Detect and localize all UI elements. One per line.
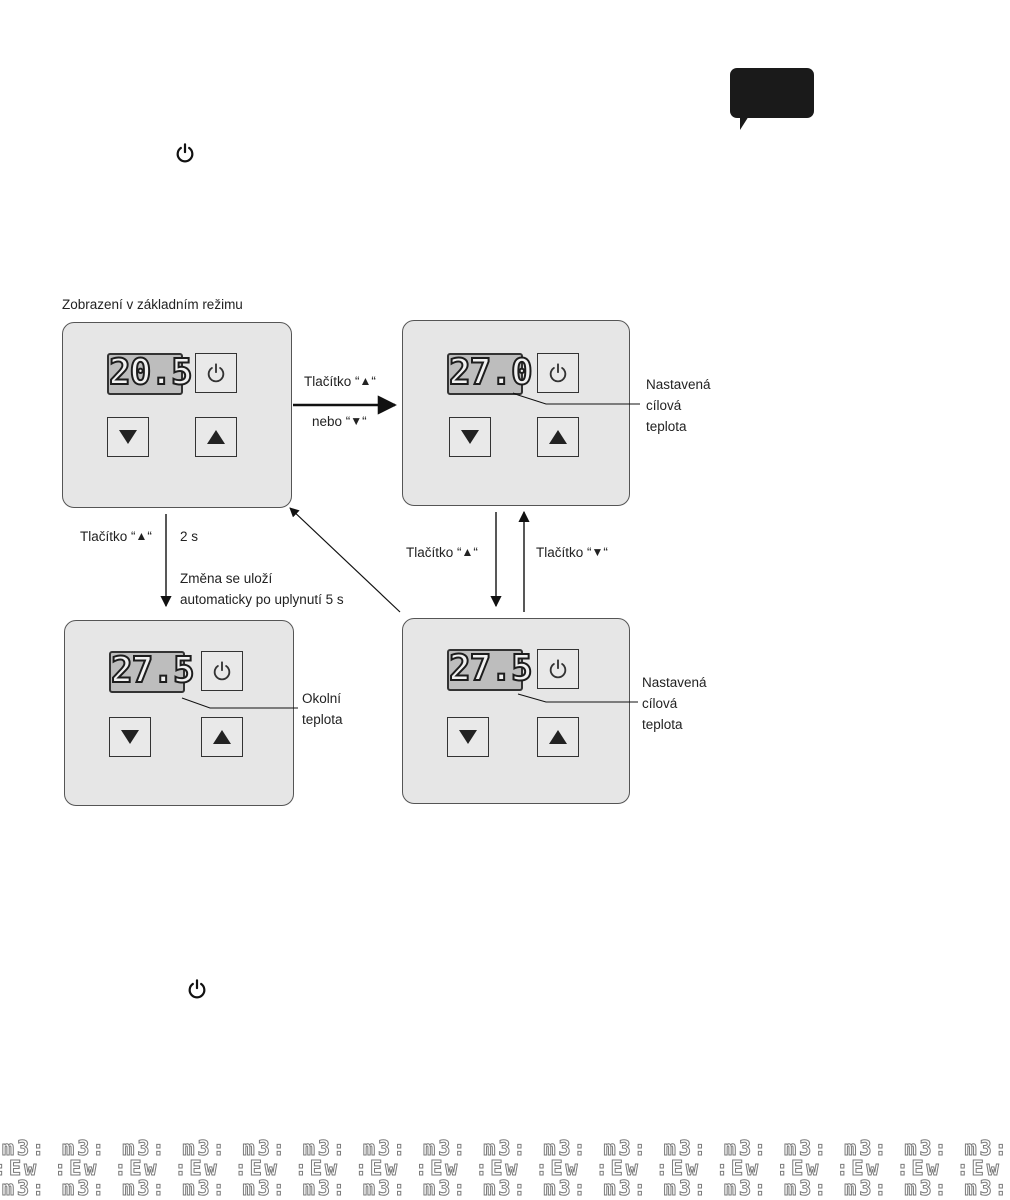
power-button[interactable]: [201, 651, 243, 691]
up-button[interactable]: [201, 717, 243, 757]
up-arrow-icon: [213, 730, 231, 744]
thermostat-panel-target: 27.0: [402, 320, 630, 506]
down-button[interactable]: [109, 717, 151, 757]
note-target-2: cílová: [646, 398, 682, 413]
down-button[interactable]: [449, 417, 491, 457]
lcd-display: 27.5: [447, 648, 534, 691]
callout-ambient: [181, 697, 298, 709]
power-button[interactable]: [537, 649, 579, 689]
up-button[interactable]: [537, 417, 579, 457]
up-arrow-icon: [207, 430, 225, 444]
power-button[interactable]: [195, 353, 237, 393]
power-icon: [188, 979, 206, 999]
label-up-hold: Tlačítko “▲“: [80, 529, 152, 544]
footer-logo-pattern: m3: m3: m3: m3: m3: m3: m3: m3: m3: m3: …: [0, 1136, 1010, 1200]
callout-target: [517, 394, 640, 405]
callout-saved: [517, 693, 638, 703]
power-icon: [207, 363, 225, 383]
speech-bubble-tail: [740, 108, 754, 130]
note-saved-2: cílová: [642, 696, 678, 711]
power-icon: [176, 143, 194, 163]
down-arrow-icon: [121, 730, 139, 744]
note-saved-3: teplota: [642, 717, 683, 732]
up-button[interactable]: [537, 717, 579, 757]
base-mode-label: Zobrazení v základním režimu: [62, 297, 243, 312]
down-button[interactable]: [107, 417, 149, 457]
arrow-saved-to-base: [289, 507, 401, 613]
lcd-display: 27.5: [109, 650, 196, 693]
label-down-button-right: nebo “▼“: [312, 414, 367, 429]
down-arrow-icon: [119, 430, 137, 444]
power-icon: [549, 363, 567, 383]
down-arrow-icon: [461, 430, 479, 444]
flow-arrows: [160, 392, 640, 709]
note-target-3: teplota: [646, 419, 687, 434]
note-ambient-2: teplota: [302, 712, 343, 727]
power-icon: [213, 661, 231, 681]
label-autosave-2: automaticky po uplynutí 5 s: [180, 592, 344, 607]
thermostat-panel-saved: 27.5: [402, 618, 630, 804]
down-button[interactable]: [447, 717, 489, 757]
thermostat-panel-ambient: 27.5: [64, 620, 294, 806]
up-button[interactable]: [195, 417, 237, 457]
up-arrow-icon: [549, 430, 567, 444]
label-mid-up: Tlačítko “▲“: [406, 545, 478, 560]
note-saved-1: Nastavená: [642, 675, 707, 690]
power-icon: [549, 659, 567, 679]
label-up-button-right: Tlačítko “▲“: [304, 374, 376, 389]
up-arrow-icon: [549, 730, 567, 744]
note-ambient-1: Okolní: [302, 691, 342, 706]
note-target-1: Nastavená: [646, 377, 711, 392]
label-hold-time: 2 s: [180, 529, 199, 544]
power-button[interactable]: [537, 353, 579, 393]
label-mid-down: Tlačítko “▼“: [536, 545, 608, 560]
lcd-display: 20.5: [107, 352, 194, 395]
lcd-display: 27.0: [447, 352, 534, 395]
thermostat-panel-base: 20.5: [62, 322, 292, 508]
down-arrow-icon: [459, 730, 477, 744]
label-autosave-1: Změna se uloží: [180, 571, 273, 586]
